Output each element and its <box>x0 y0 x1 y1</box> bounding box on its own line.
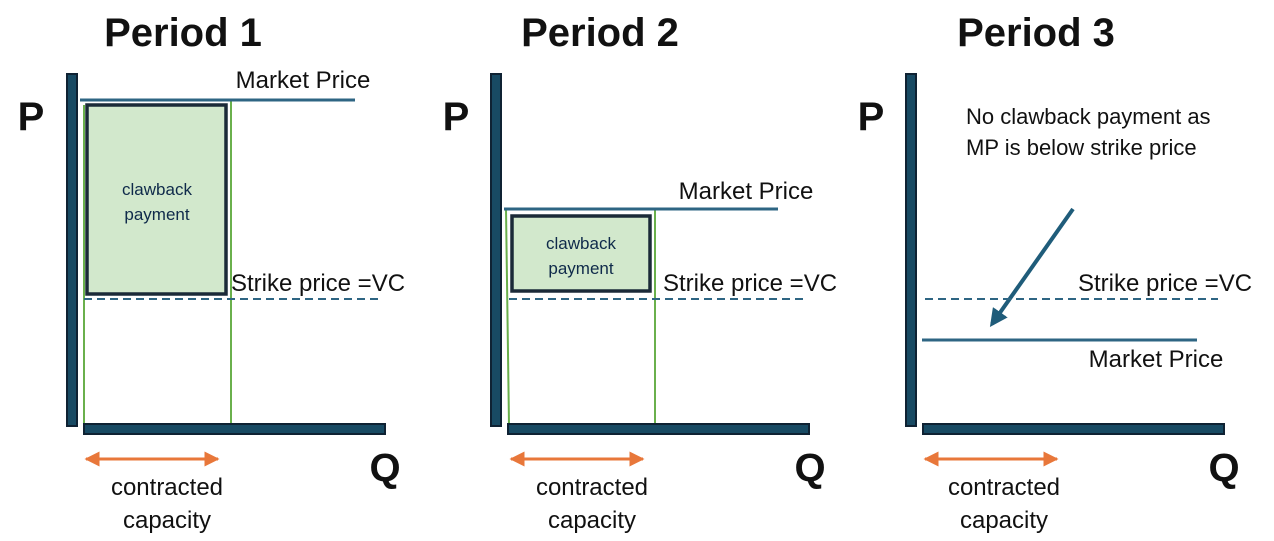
strike-price-label: Strike price =VC <box>231 270 405 297</box>
panel-title: Period 3 <box>957 11 1115 55</box>
x-axis-label: Q <box>1208 446 1239 490</box>
panel-title: Period 1 <box>104 11 262 55</box>
strike-price-label: Strike price =VC <box>663 270 837 297</box>
note-line1: No clawback payment as <box>966 104 1211 129</box>
panel-title: Period 2 <box>521 11 679 55</box>
strike-price-label: Strike price =VC <box>1078 270 1252 297</box>
capacity-start-guide <box>505 208 510 426</box>
y-axis <box>905 73 917 427</box>
clawback-payment-area <box>85 103 228 296</box>
market-price-label: Market Price <box>679 178 814 205</box>
y-axis <box>490 73 502 427</box>
clawback-label-line1: clawback <box>546 234 616 253</box>
panel-period-3: Period 3 P Q No clawback payment as MP i… <box>858 11 1252 534</box>
x-axis <box>922 423 1225 435</box>
y-axis <box>66 73 78 427</box>
y-axis-label: P <box>18 95 45 139</box>
clawback-payment-area <box>510 214 652 293</box>
capacity-label-line2: capacity <box>123 507 211 534</box>
market-price-label: Market Price <box>1089 346 1224 373</box>
y-axis-label: P <box>858 95 885 139</box>
capacity-label-line1: contracted <box>948 474 1060 501</box>
capacity-label-line1: contracted <box>111 474 223 501</box>
x-axis <box>507 423 810 435</box>
panel-period-1: Period 1 P Q clawback payment Market Pri… <box>18 11 405 534</box>
x-axis-label: Q <box>794 446 825 490</box>
clawback-label-line2: payment <box>124 205 189 224</box>
capacity-label-line2: capacity <box>548 507 636 534</box>
note-arrow <box>989 207 1075 327</box>
capacity-label-line1: contracted <box>536 474 648 501</box>
clawback-label-line1: clawback <box>122 180 192 199</box>
note-line2: MP is below strike price <box>966 135 1197 160</box>
clawback-label-line2: payment <box>548 259 613 278</box>
y-axis-label: P <box>443 95 470 139</box>
capacity-label-line2: capacity <box>960 507 1048 534</box>
x-axis-label: Q <box>369 446 400 490</box>
panel-period-2: Period 2 P Q clawback payment Market Pri… <box>443 11 837 534</box>
market-price-label: Market Price <box>236 67 371 94</box>
x-axis <box>83 423 386 435</box>
